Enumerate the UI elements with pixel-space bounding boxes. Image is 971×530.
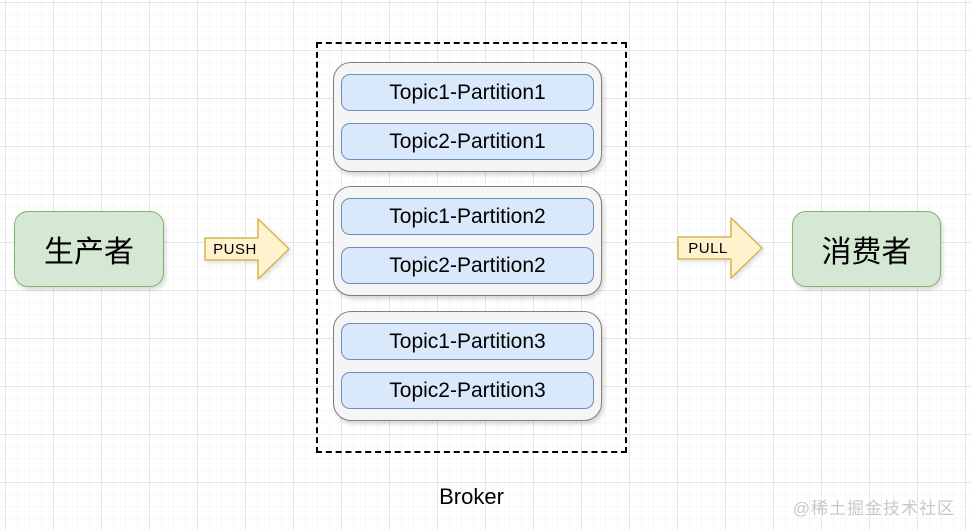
partition-box: Topic1-Partition3 (341, 323, 594, 360)
right-arrow-icon (204, 218, 290, 280)
consumer-label: 消费者 (821, 236, 912, 269)
pull-arrow: PULL (677, 216, 764, 280)
push-arrow-label: PUSH (213, 240, 257, 258)
partition-box: Topic2-Partition1 (341, 123, 594, 160)
right-arrow-icon (677, 217, 763, 279)
partition-box: Topic1-Partition1 (341, 74, 594, 111)
partition-group-3: Topic1-Partition3 Topic2-Partition3 (333, 311, 602, 421)
push-arrow: PUSH (204, 217, 291, 281)
broker-caption: Broker (439, 484, 504, 509)
partition-box: Topic2-Partition2 (341, 247, 594, 284)
broker-container (316, 42, 627, 453)
partition-group-2: Topic1-Partition2 Topic2-Partition2 (333, 186, 602, 296)
producer-label: 生产者 (44, 236, 134, 269)
consumer-node: 消费者 (792, 211, 941, 287)
partition-group-1: Topic1-Partition1 Topic2-Partition1 (333, 62, 602, 172)
producer-node: 生产者 (14, 211, 164, 287)
partition-box: Topic2-Partition3 (341, 372, 594, 409)
partition-box: Topic1-Partition2 (341, 198, 594, 235)
pull-arrow-label: PULL (688, 239, 728, 257)
watermark: @稀土掘金技术社区 (792, 499, 955, 518)
